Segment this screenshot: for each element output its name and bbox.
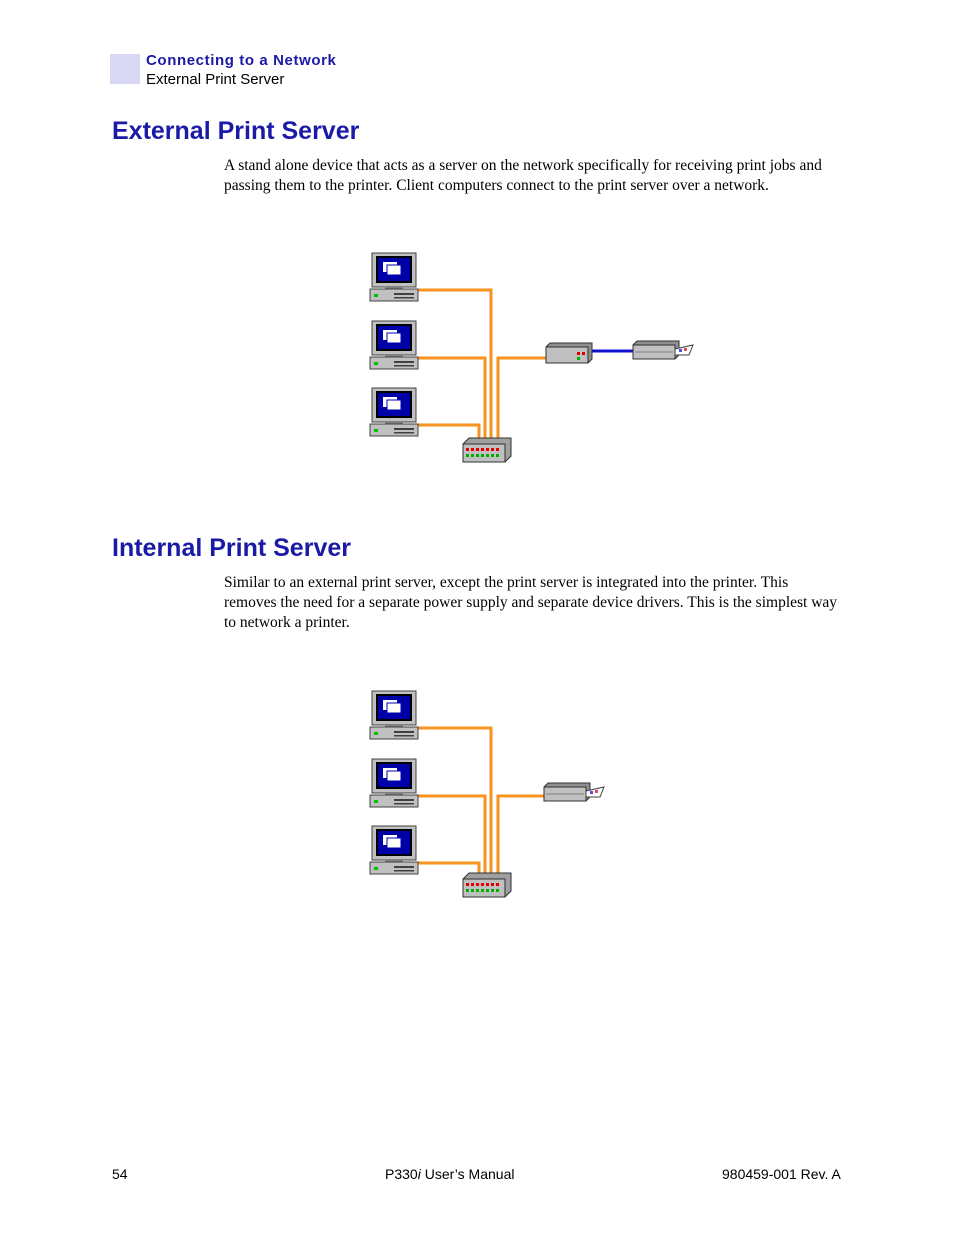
section-heading-internal: Internal Print Server [112, 534, 351, 562]
print-server-icon [545, 342, 593, 364]
client-computer-icon [369, 252, 419, 302]
network-hub-icon [462, 437, 512, 463]
external-print-server-diagram [369, 252, 694, 463]
printer-with-internal-server-icon [543, 782, 605, 802]
section-body-external: A stand alone device that acts as a serv… [224, 157, 822, 194]
network-hub-icon [462, 872, 512, 898]
section-heading-external: External Print Server [112, 117, 360, 145]
client-computer-icon [369, 387, 419, 437]
client-computer-icon [369, 758, 419, 808]
header-chapter-title: Connecting to a Network [146, 52, 337, 69]
footer-manual-suffix: User’s Manual [420, 1166, 515, 1182]
header-section-title: External Print Server [146, 71, 285, 88]
printer-icon [632, 340, 694, 360]
footer-manual-italic: i [417, 1166, 421, 1182]
client-computer-icon [369, 320, 419, 370]
footer-manual-title: P330i User’s Manual [385, 1166, 514, 1182]
client-computer-icon [369, 825, 419, 875]
footer-page-number: 54 [112, 1166, 128, 1182]
header-tab-marker [110, 54, 140, 84]
section-body-internal: Similar to an external print server, exc… [224, 574, 838, 631]
internal-print-server-diagram [369, 690, 605, 898]
footer-manual-prefix: P330 [385, 1166, 418, 1182]
network-cables [416, 726, 546, 878]
client-computer-icon [369, 690, 419, 740]
network-cables [416, 288, 546, 445]
footer-revision: 980459-001 Rev. A [722, 1166, 841, 1182]
